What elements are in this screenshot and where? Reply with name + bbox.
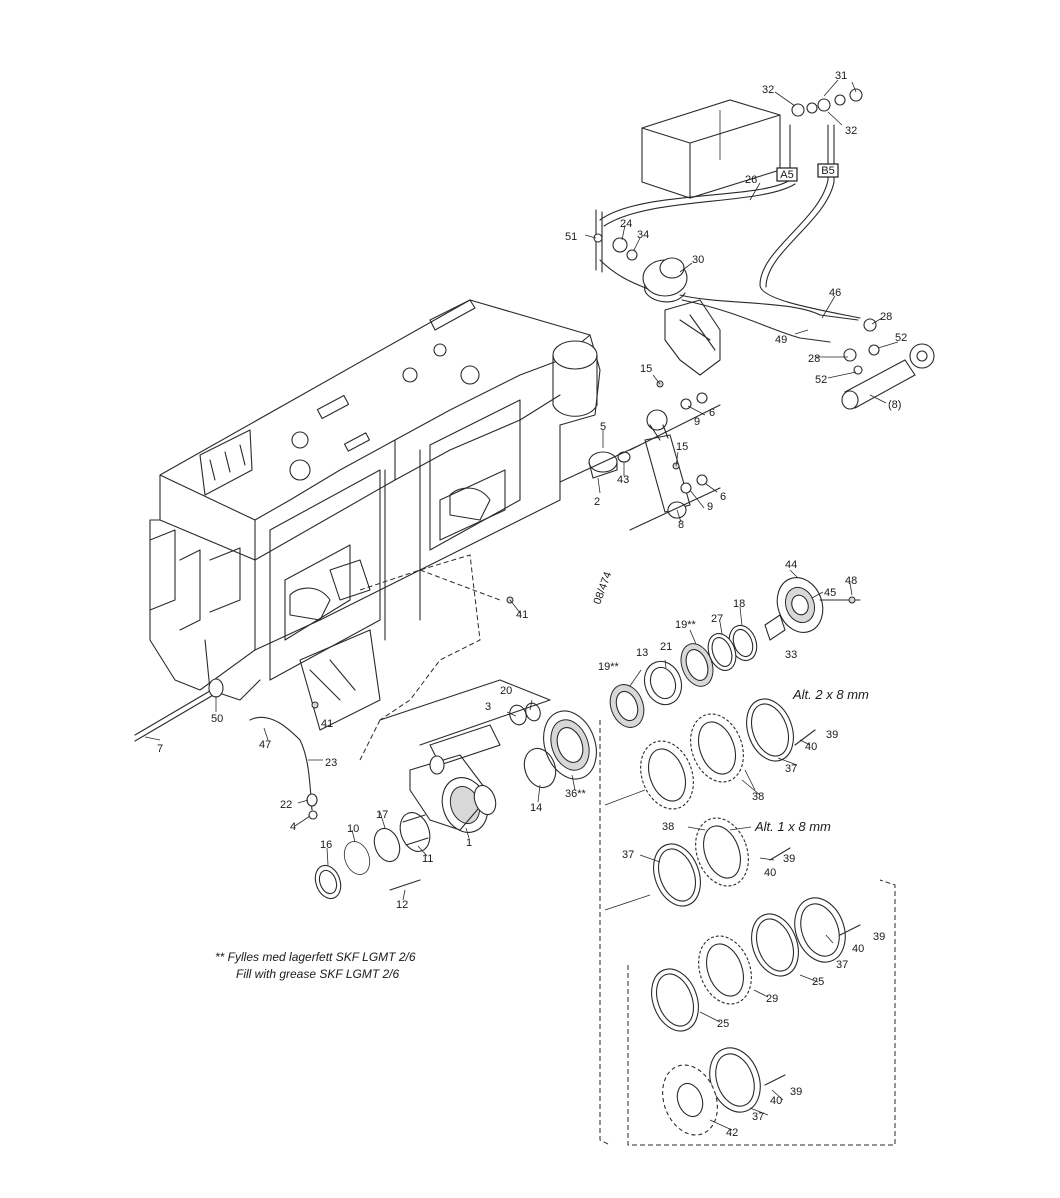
seal-rings <box>609 624 758 728</box>
callout-39: 39 <box>873 931 885 943</box>
callout-25: 25 <box>717 1018 729 1030</box>
callout-38: 38 <box>752 791 764 803</box>
callout-11: 11 <box>422 853 433 865</box>
callout-40: 40 <box>770 1095 782 1107</box>
callout-37: 37 <box>836 959 848 971</box>
port-tag-b5: B5 <box>817 163 839 178</box>
callout-2: 2 <box>594 496 600 508</box>
callout-48: 48 <box>845 575 857 587</box>
callout-labels: 31 32 32 26 51 24 34 30 46 28 49 52 28 5… <box>157 70 907 1139</box>
left-small-parts <box>134 596 514 900</box>
callout-1: 1 <box>466 837 472 849</box>
callout-40: 40 <box>764 867 776 879</box>
leader-lines <box>144 79 899 1131</box>
svg-text:A5: A5 <box>780 169 793 181</box>
callout-50: 50 <box>211 713 223 725</box>
bearing <box>509 702 597 789</box>
tension-cylinder <box>629 380 721 531</box>
callout-39: 39 <box>790 1086 802 1098</box>
accumulator <box>642 257 688 303</box>
callout-7: 7 <box>157 743 163 755</box>
shaft-assembly <box>379 679 551 833</box>
callout-18: 18 <box>733 598 745 610</box>
callout-32: 32 <box>845 125 857 137</box>
port-tag-a5: A5 <box>776 167 798 182</box>
callout-37: 37 <box>622 849 634 861</box>
callout-8: (8) <box>888 399 901 411</box>
callout-42: 42 <box>726 1127 738 1139</box>
callout-30: 30 <box>692 254 704 266</box>
callout-13: 13 <box>636 647 648 659</box>
callout-16: 16 <box>320 839 332 851</box>
callout-34: 34 <box>637 229 649 241</box>
callout-41: 41 <box>516 609 528 621</box>
callout-9: 9 <box>694 416 700 428</box>
callout-52: 52 <box>895 332 907 344</box>
callout-52: 52 <box>815 374 827 386</box>
callout-6: 6 <box>720 491 726 503</box>
callout-33: 33 <box>785 649 797 661</box>
callout-38: 38 <box>662 821 674 833</box>
callout-21: 21 <box>660 641 672 653</box>
drawing-reference: 08/474 <box>592 570 615 606</box>
callout-22: 22 <box>280 799 292 811</box>
hydraulic-hoses <box>595 124 861 343</box>
callout-10: 10 <box>347 823 359 835</box>
callout-15: 15 <box>640 363 652 375</box>
callout-36: 36** <box>565 788 587 800</box>
callout-26: 26 <box>745 174 757 186</box>
option-brackets <box>599 720 896 1146</box>
fittings-cluster <box>593 88 880 375</box>
hub-wheel <box>764 577 861 641</box>
callout-29: 29 <box>766 993 778 1005</box>
mount-bracket <box>664 299 721 376</box>
sprockets <box>640 698 861 1136</box>
callout-47: 47 <box>259 739 271 751</box>
callout-31: 31 <box>835 70 847 82</box>
alt-2x8-label: Alt. 2 x 8 mm <box>792 687 869 702</box>
callout-25: 25 <box>812 976 824 988</box>
callout-14: 14 <box>530 802 542 814</box>
alt-1x8-label: Alt. 1 x 8 mm <box>754 819 831 834</box>
callout-17: 17 <box>376 809 388 821</box>
callout-39: 39 <box>783 853 795 865</box>
callout-4: 4 <box>290 821 296 833</box>
callout-9: 9 <box>707 501 713 513</box>
callout-5: 5 <box>600 421 606 433</box>
callout-32: 32 <box>762 84 774 96</box>
callout-23: 23 <box>325 757 337 769</box>
callout-28: 28 <box>880 311 892 323</box>
callout-39: 39 <box>826 729 838 741</box>
callout-3: 3 <box>485 701 491 713</box>
callout-40: 40 <box>852 943 864 955</box>
valve-block <box>641 99 781 199</box>
callout-45: 45 <box>824 587 836 599</box>
callout-37: 37 <box>752 1111 764 1123</box>
callout-19: 19** <box>598 661 620 673</box>
callout-19: 19** <box>675 619 697 631</box>
grease-note-line2: Fill with grease SKF LGMT 2/6 <box>236 967 399 981</box>
callout-6: 6 <box>709 407 715 419</box>
callout-46: 46 <box>829 287 841 299</box>
small-cylinder-8 <box>841 343 935 410</box>
callout-8: 8 <box>678 519 684 531</box>
callout-27: 27 <box>711 613 723 625</box>
callout-28: 28 <box>808 353 820 365</box>
svg-text:B5: B5 <box>821 165 834 177</box>
callout-44: 44 <box>785 559 797 571</box>
callout-12: 12 <box>396 899 408 911</box>
callout-51: 51 <box>565 231 577 243</box>
callout-49: 49 <box>775 334 787 346</box>
callout-40: 40 <box>805 741 817 753</box>
callout-37: 37 <box>785 763 797 775</box>
callout-20: 20 <box>500 685 512 697</box>
main-frame-housing <box>149 299 601 761</box>
callout-15: 15 <box>676 441 688 453</box>
grease-note-line1: ** Fylles med lagerfett SKF LGMT 2/6 <box>215 950 416 964</box>
callout-43: 43 <box>617 474 629 486</box>
callout-24: 24 <box>620 218 632 230</box>
callout-41: 41 <box>321 718 333 730</box>
